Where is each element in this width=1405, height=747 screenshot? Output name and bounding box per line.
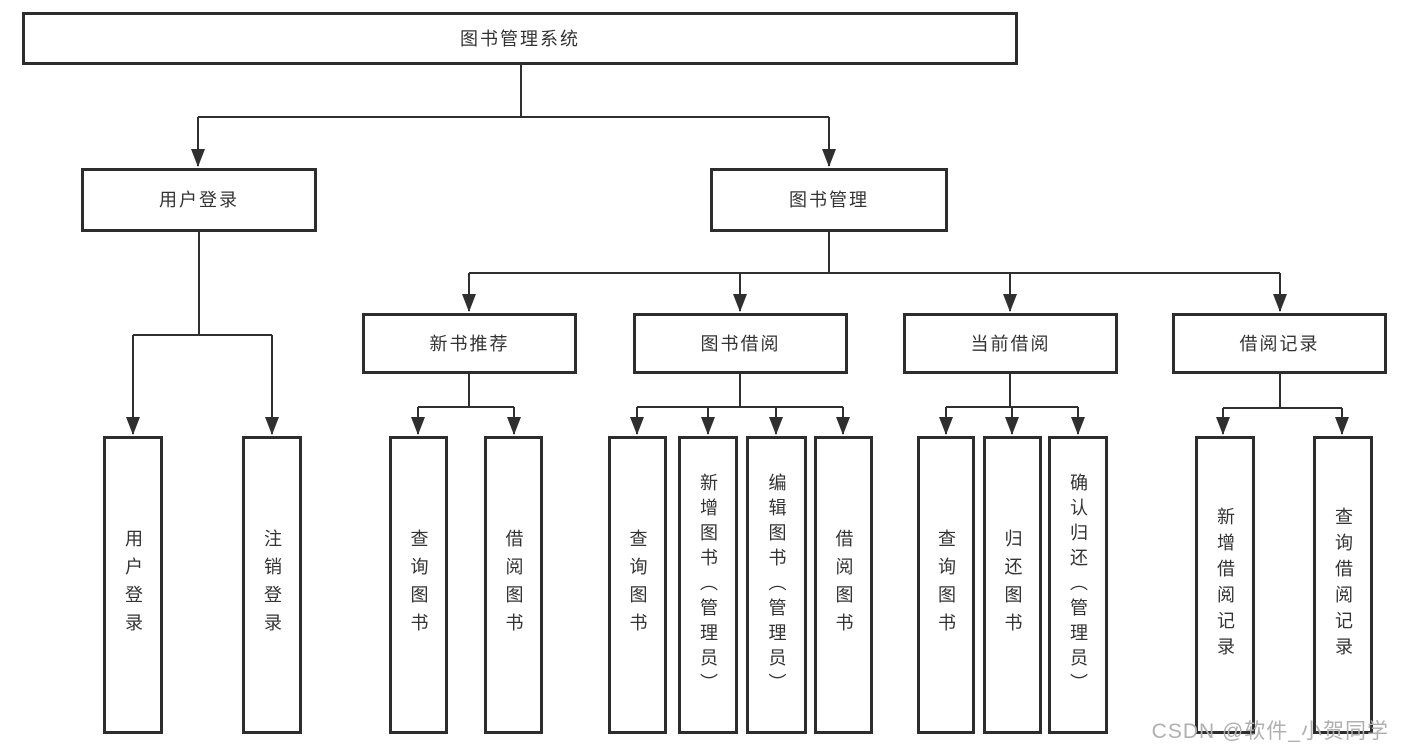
- branch-user-login: [126, 232, 279, 435]
- node-user-login: 用户登录: [81, 168, 317, 232]
- csdn-watermark: CSDN @软件_小贺同学: [1151, 720, 1389, 743]
- node-borrow-record: 借阅记录: [1172, 313, 1387, 374]
- leaf-newbook-query-books: 查询图书: [389, 436, 448, 734]
- node-current-borrow: 当前借阅: [903, 313, 1118, 374]
- leaf-record-add: 新增借阅记录: [1195, 436, 1255, 734]
- leaf-current-confirm-return-admin: 确认归还（管理员）: [1048, 436, 1108, 734]
- leaf-newbook-borrow-books: 借阅图书: [484, 436, 543, 734]
- branch-borrow-record: [1216, 374, 1349, 435]
- branch-book-borrow: [630, 374, 850, 435]
- branch-book-management: [462, 232, 1287, 312]
- leaf-borrow-borrow-books: 借阅图书: [814, 436, 873, 734]
- leaf-borrow-edit-books-admin: 编辑图书（管理员）: [746, 436, 807, 734]
- branch-new-book-recommend: [411, 374, 521, 435]
- leaf-borrow-add-books-admin: 新增图书（管理员）: [678, 436, 738, 734]
- leaf-current-query-books: 查询图书: [917, 436, 975, 734]
- leaf-current-return-books: 归还图书: [983, 436, 1042, 734]
- branch-root: [191, 65, 836, 167]
- leaf-record-query: 查询借阅记录: [1313, 436, 1373, 734]
- branch-current-borrow: [939, 374, 1085, 435]
- leaf-logout: 注销登录: [242, 436, 302, 734]
- node-book-management: 图书管理: [710, 168, 948, 232]
- leaf-user-login: 用户登录: [103, 436, 163, 734]
- node-book-borrow: 图书借阅: [633, 313, 848, 374]
- leaf-borrow-query-books: 查询图书: [608, 436, 667, 734]
- node-new-book-recommend: 新书推荐: [362, 313, 577, 374]
- node-root: 图书管理系统: [22, 12, 1018, 65]
